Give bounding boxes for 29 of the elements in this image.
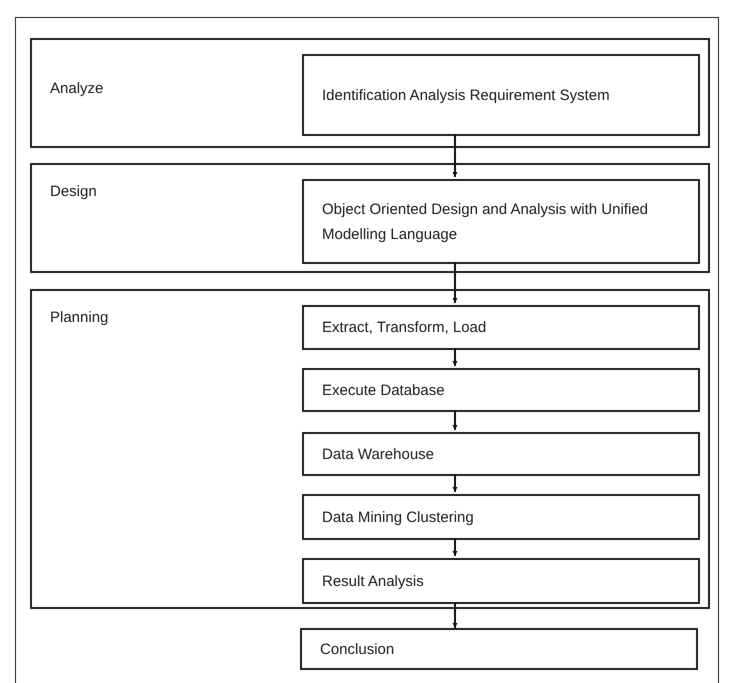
process-box bbox=[302, 432, 700, 476]
process-box bbox=[302, 368, 700, 412]
arrow bbox=[452, 348, 458, 366]
process-box bbox=[302, 305, 700, 350]
arrow bbox=[452, 262, 458, 303]
arrow bbox=[452, 538, 458, 556]
process-box bbox=[300, 628, 698, 670]
step-label: Object Oriented Design and Analysis with Unified Modelling Language bbox=[322, 200, 650, 244]
step-label: Conclusion bbox=[320, 640, 394, 660]
process-box bbox=[302, 558, 700, 604]
step-label: Data Warehouse bbox=[322, 444, 434, 464]
stage-label: Design bbox=[50, 183, 97, 200]
step-label: Extract, Transform, Load bbox=[322, 318, 486, 338]
step-label: Identification Analysis Requirement System bbox=[322, 86, 610, 106]
arrow bbox=[452, 474, 458, 492]
stage-band bbox=[30, 163, 710, 273]
stage-band bbox=[30, 289, 710, 609]
process-box bbox=[302, 179, 700, 264]
process-box bbox=[302, 54, 700, 136]
arrow bbox=[452, 602, 458, 628]
stage-label: Planning bbox=[50, 309, 108, 326]
step-label: Execute Database bbox=[322, 380, 445, 400]
stage-label: Analyze bbox=[50, 80, 104, 97]
arrow bbox=[452, 134, 458, 177]
step-label: Result Analysis bbox=[322, 572, 424, 592]
stage-band bbox=[30, 38, 710, 148]
arrow bbox=[452, 410, 458, 430]
process-box bbox=[302, 494, 700, 540]
step-label: Data Mining Clustering bbox=[322, 508, 474, 528]
